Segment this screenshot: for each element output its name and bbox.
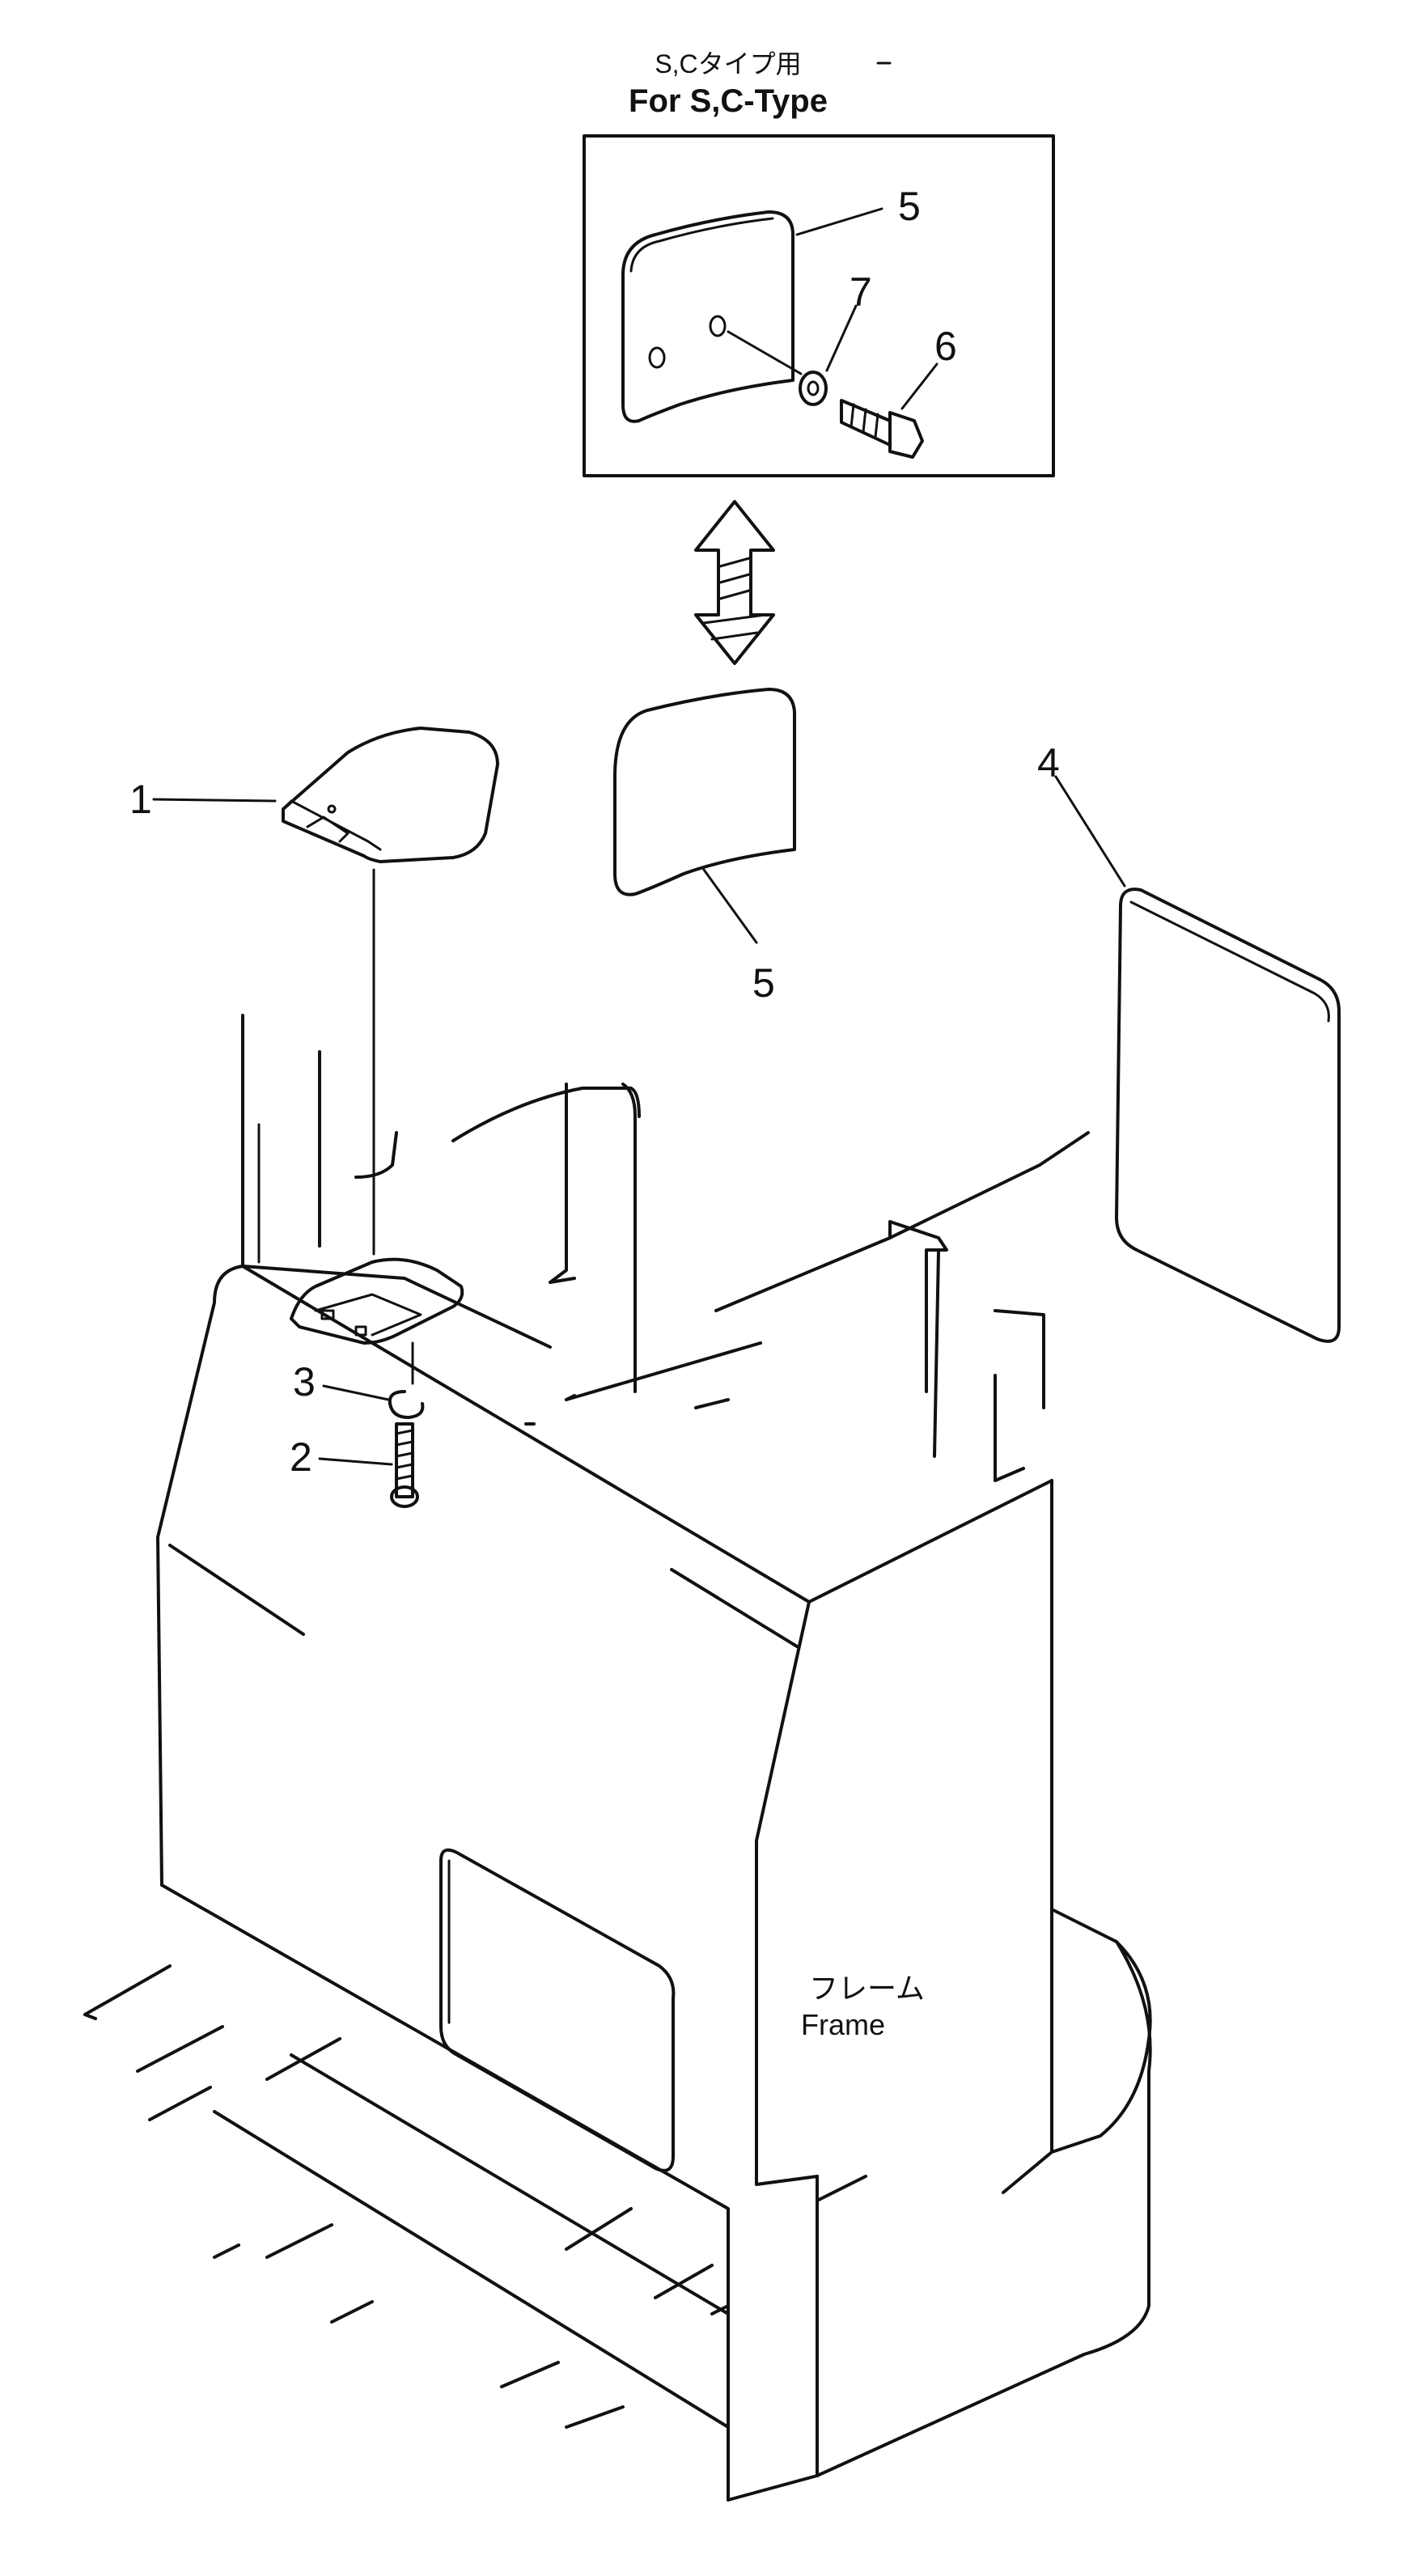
inset-callout-7: 7 [850, 269, 872, 315]
frame-body [83, 1014, 1152, 2502]
frame-label-jp: フレーム [809, 1972, 925, 2005]
inset-caption-jp: S,Cタイプ用 [655, 49, 801, 78]
callout-4: 4 [1037, 740, 1060, 786]
cap-part-1 [282, 727, 499, 863]
callout-3: 3 [293, 1359, 316, 1405]
inset-caption-en: For S,C-Type [629, 83, 828, 119]
inset-box: 5 7 6 [583, 134, 1055, 477]
inset-callout-5: 5 [898, 184, 921, 229]
inset-bolt-part-6 [840, 399, 924, 459]
inset-plate-part-5 [621, 210, 794, 423]
alternate-part-arrow [694, 500, 775, 665]
frame-label-en: Frame [801, 2008, 885, 2041]
inset-callout-6: 6 [934, 324, 957, 369]
bolt-part-2 [390, 1422, 419, 1508]
plate-part-4 [1115, 888, 1341, 1343]
plate-part-5 [613, 688, 796, 896]
callout-5: 5 [752, 960, 775, 1006]
ring-part-3 [388, 1390, 425, 1419]
callout-1: 1 [129, 777, 152, 822]
inset-washer-part-7 [799, 371, 828, 406]
callout-2: 2 [290, 1434, 312, 1480]
